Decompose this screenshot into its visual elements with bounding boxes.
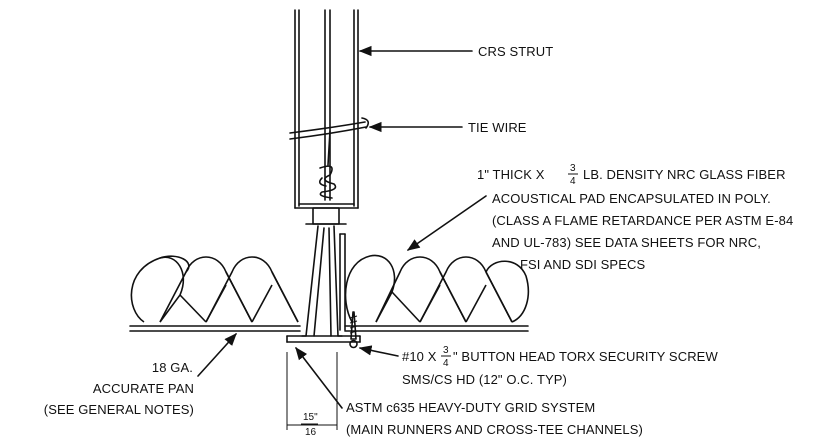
svg-text:AND UL-783) SEE DATA SHEETS FO: AND UL-783) SEE DATA SHEETS FOR NRC,	[492, 235, 761, 250]
svg-text:4: 4	[443, 358, 449, 369]
svg-text:#10 X: #10 X	[402, 349, 437, 364]
security-screw	[349, 311, 358, 349]
leader-lines	[197, 45, 487, 409]
crs-strut	[294, 9, 359, 209]
svg-text:18 GA.: 18 GA.	[152, 360, 193, 375]
crs-strut-label: CRS STRUT	[478, 44, 553, 59]
tie-wire	[289, 117, 370, 199]
svg-text:ACCURATE PAN: ACCURATE PAN	[93, 381, 194, 396]
svg-text:3: 3	[570, 163, 576, 174]
pan-leg	[339, 233, 346, 331]
svg-text:3: 3	[443, 345, 449, 356]
acoustical-pad-label: 1" THICK X 3 4 LB. DENSITY NRC GLASS FIB…	[477, 163, 793, 272]
svg-text:LB. DENSITY NRC GLASS FIBER: LB. DENSITY NRC GLASS FIBER	[583, 167, 786, 182]
dimension-denominator: 16	[305, 427, 317, 438]
svg-text:SMS/CS HD (12" O.C. TYP): SMS/CS HD (12" O.C. TYP)	[402, 372, 567, 387]
dimension-15-16: 15" 16	[286, 352, 338, 438]
hanger-clip	[305, 207, 347, 225]
grid-system-label: ASTM c635 HEAVY-DUTY GRID SYSTEM (MAIN R…	[346, 400, 643, 437]
svg-text:FSI AND SDI SPECS: FSI AND SDI SPECS	[520, 257, 645, 272]
svg-text:(MAIN RUNNERS AND CROSS-TEE CH: (MAIN RUNNERS AND CROSS-TEE CHANNELS)	[346, 422, 643, 437]
tie-wire-label: TIE WIRE	[468, 120, 527, 135]
dimension-numerator: 15"	[303, 412, 318, 423]
pan-label: 18 GA. ACCURATE PAN (SEE GENERAL NOTES)	[44, 360, 194, 417]
svg-text:1" THICK X: 1" THICK X	[477, 167, 545, 182]
screw-label: #10 X 3 4 " BUTTON HEAD TORX SECURITY SC…	[402, 345, 718, 387]
insulation-pad-left	[130, 255, 299, 323]
svg-text:4: 4	[570, 176, 576, 187]
svg-text:(SEE GENERAL NOTES): (SEE GENERAL NOTES)	[44, 402, 194, 417]
svg-text:" BUTTON HEAD TORX SECURITY SC: " BUTTON HEAD TORX SECURITY SCREW	[453, 349, 718, 364]
grid-tee	[286, 225, 361, 343]
svg-text:ACOUSTICAL PAD ENCAPSULATED IN: ACOUSTICAL PAD ENCAPSULATED IN POLY.	[492, 191, 771, 206]
ceiling-pan	[129, 325, 529, 332]
insulation-pad-right	[344, 254, 530, 323]
svg-text:(CLASS A FLAME RETARDANCE PER: (CLASS A FLAME RETARDANCE PER ASTM E-84	[492, 213, 793, 228]
svg-text:ASTM c635 HEAVY-DUTY GRID SYST: ASTM c635 HEAVY-DUTY GRID SYSTEM	[346, 400, 595, 415]
